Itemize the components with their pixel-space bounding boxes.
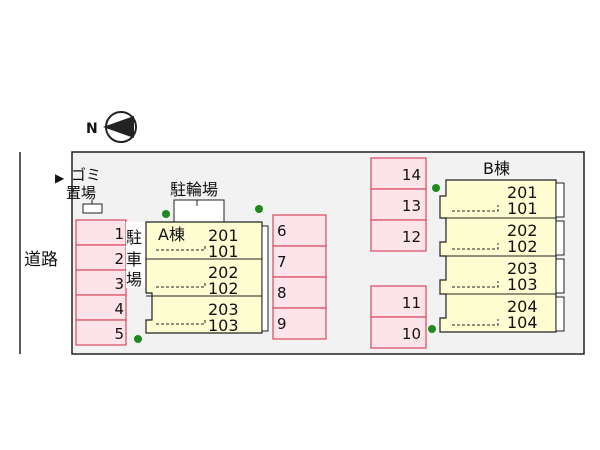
parking-space — [272, 276, 327, 309]
building-b-balcony — [555, 220, 565, 256]
parking-space — [370, 285, 427, 318]
floor-divider-dashed — [452, 319, 499, 326]
floor-divider-dashed — [156, 245, 206, 251]
parking-space-number: 14 — [402, 166, 421, 184]
parking-space-number: 9 — [277, 315, 287, 333]
parking-space-number: 5 — [114, 325, 124, 343]
unit-number-lower: 102 — [507, 237, 538, 256]
parking-space-number: 7 — [277, 253, 287, 271]
parking-space — [370, 157, 427, 190]
parking-space — [75, 319, 127, 346]
floor-divider-dashed — [156, 319, 206, 325]
parking-label-backdrop — [126, 222, 146, 288]
unit-number-lower: 101 — [507, 199, 538, 218]
north-compass-icon: N — [86, 111, 137, 143]
unit-number-lower: 102 — [208, 279, 239, 298]
parking-space-number: 3 — [114, 275, 124, 293]
unit-number-lower: 101 — [208, 242, 239, 261]
garbage-label-line2: 置場 — [66, 184, 96, 202]
parking-space — [272, 245, 327, 278]
floor-divider-dashed — [452, 205, 499, 212]
building-b-balcony — [555, 258, 565, 294]
parking-space-number: 8 — [277, 284, 287, 302]
garbage-box — [82, 203, 103, 214]
unit-number-upper: 203 — [507, 259, 538, 278]
parking-space — [75, 244, 127, 271]
tree-icon — [134, 335, 142, 343]
garbage-arrow-icon: ▶ — [55, 171, 65, 185]
building-b-balcony — [555, 182, 565, 218]
parking-space — [272, 307, 327, 340]
bicycle-parking-label: 駐輪場 — [170, 180, 218, 199]
parking-label-char: 駐 — [126, 228, 142, 247]
parking-label-char: 車 — [126, 250, 142, 269]
parking-space-number: 10 — [402, 325, 421, 343]
unit-number-upper: 201 — [507, 183, 538, 202]
unit-number-upper: 202 — [208, 263, 239, 282]
unit-number-lower: 103 — [507, 275, 538, 294]
unit-number-lower: 103 — [208, 316, 239, 335]
building-b-balcony — [555, 296, 565, 332]
tree-icon — [162, 210, 170, 218]
parking-space-number: 12 — [402, 228, 421, 246]
floor-divider-dashed — [452, 281, 499, 288]
tree-icon — [432, 184, 440, 192]
unit-number-upper: 203 — [208, 300, 239, 319]
parking-space — [370, 219, 427, 252]
parking-space-number: 13 — [402, 197, 421, 215]
parking-space-number: 11 — [402, 294, 421, 312]
building-b-name: B棟 — [483, 159, 510, 178]
parking-label-char: 場 — [126, 270, 142, 289]
floor-divider-dashed — [156, 282, 206, 288]
parking-space — [75, 219, 127, 246]
parking-column-middle: 6 7 8 9 — [272, 214, 327, 340]
tree-icon — [428, 325, 436, 333]
building-a-name: A棟 — [158, 225, 185, 244]
compass-label: N — [86, 121, 98, 137]
unit-number-upper: 204 — [507, 297, 538, 316]
building-b: B棟 201 101 202 102 203 103 204 104 — [439, 159, 565, 333]
parking-space-number: 4 — [114, 300, 124, 318]
garbage-label-line1: ゴミ — [71, 166, 101, 184]
road-label: 道路 — [24, 250, 58, 270]
unit-number-upper: 201 — [208, 226, 239, 245]
parking-space-number: 6 — [277, 222, 287, 240]
building-a: A棟 201 101 202 102 203 103 — [145, 221, 269, 335]
parking-space — [370, 316, 427, 349]
bicycle-parking-area — [173, 199, 225, 223]
floor-divider-dashed — [452, 243, 499, 250]
tree-icon — [255, 205, 263, 213]
parking-column-right-upper: 14 13 12 — [370, 157, 427, 252]
parking-column-right-lower: 11 10 — [370, 285, 427, 349]
parking-space-number: 1 — [114, 225, 124, 243]
parking-space — [370, 188, 427, 221]
parking-column-left: 1 2 3 4 5 — [75, 219, 127, 346]
parking-space — [75, 294, 127, 321]
unit-number-lower: 104 — [507, 313, 538, 332]
building-a-balcony — [261, 225, 269, 332]
unit-number-upper: 202 — [507, 221, 538, 240]
parking-space-number: 2 — [114, 250, 124, 268]
